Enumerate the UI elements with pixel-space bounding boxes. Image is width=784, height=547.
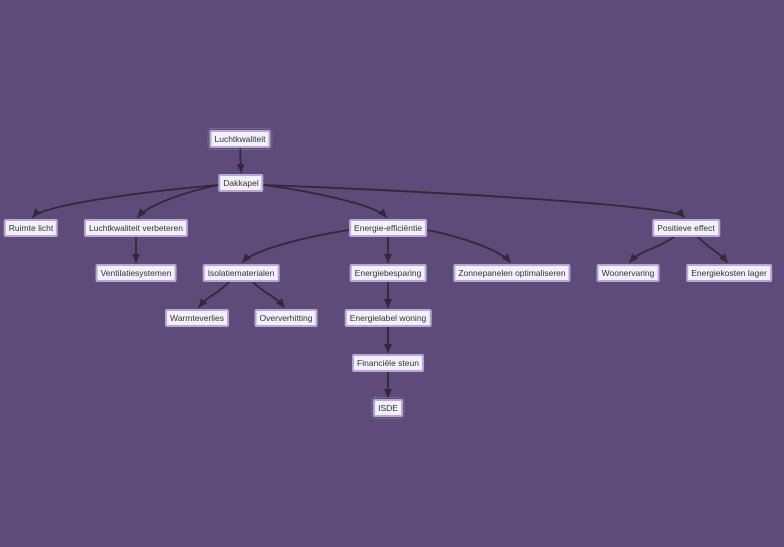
edge-dakkapel-to-energie-efficientie [262, 184, 387, 218]
edge-positieve-effect-to-woonervaring [629, 236, 675, 263]
node-energiekosten-lager[interactable]: Energiekosten lager [686, 264, 772, 282]
edge-energie-efficientie-to-zonnepanelen-optimaliseren [426, 229, 511, 263]
node-ruimte-licht[interactable]: Ruimte licht [3, 219, 59, 237]
edge-luchtkwaliteit-to-dakkapel [236, 146, 245, 173]
node-positieve-effect[interactable]: Positieve effect [652, 219, 720, 237]
edge-isolatiematerialen-to-warmteverlies [198, 281, 230, 308]
node-energiebesparing[interactable]: Energiebesparing [349, 264, 427, 282]
edge-isolatiematerialen-to-oververhitting [252, 281, 285, 308]
node-warmteverlies[interactable]: Warmteverlies [165, 309, 229, 327]
edge-dakkapel-to-luchtkwaliteit-verbeteren [137, 184, 220, 218]
node-oververhitting[interactable]: Oververhitting [254, 309, 318, 327]
node-woonervaring[interactable]: Woonervaring [596, 264, 660, 282]
node-ventilatiesystemen[interactable]: Ventilatiesystemen [95, 264, 177, 282]
node-dakkapel[interactable]: Dakkapel [218, 174, 264, 192]
node-luchtkwaliteit[interactable]: Luchtkwaliteit [207, 128, 273, 150]
edge-dakkapel-to-ruimte-licht [32, 184, 220, 218]
node-luchtkwaliteit-verbeteren[interactable]: Luchtkwaliteit verbeteren [83, 219, 189, 237]
node-isolatiematerialen[interactable]: Isolatiematerialen [202, 264, 280, 282]
edge-dakkapel-to-positieve-effect [262, 184, 685, 218]
node-energie-efficientie[interactable]: Energie-efficiëntie [349, 219, 427, 237]
node-energielabel-woning[interactable]: Energielabel woning [344, 309, 432, 327]
node-zonnepanelen-optimaliseren[interactable]: Zonnepanelen optimaliseren [453, 264, 571, 282]
edge-positieve-effect-to-energiekosten-lager [697, 236, 728, 263]
node-isde[interactable]: ISDE [371, 397, 405, 419]
edge-energie-efficientie-to-isolatiematerialen [242, 229, 350, 263]
node-financiele-steun[interactable]: Financiële steun [352, 354, 424, 372]
